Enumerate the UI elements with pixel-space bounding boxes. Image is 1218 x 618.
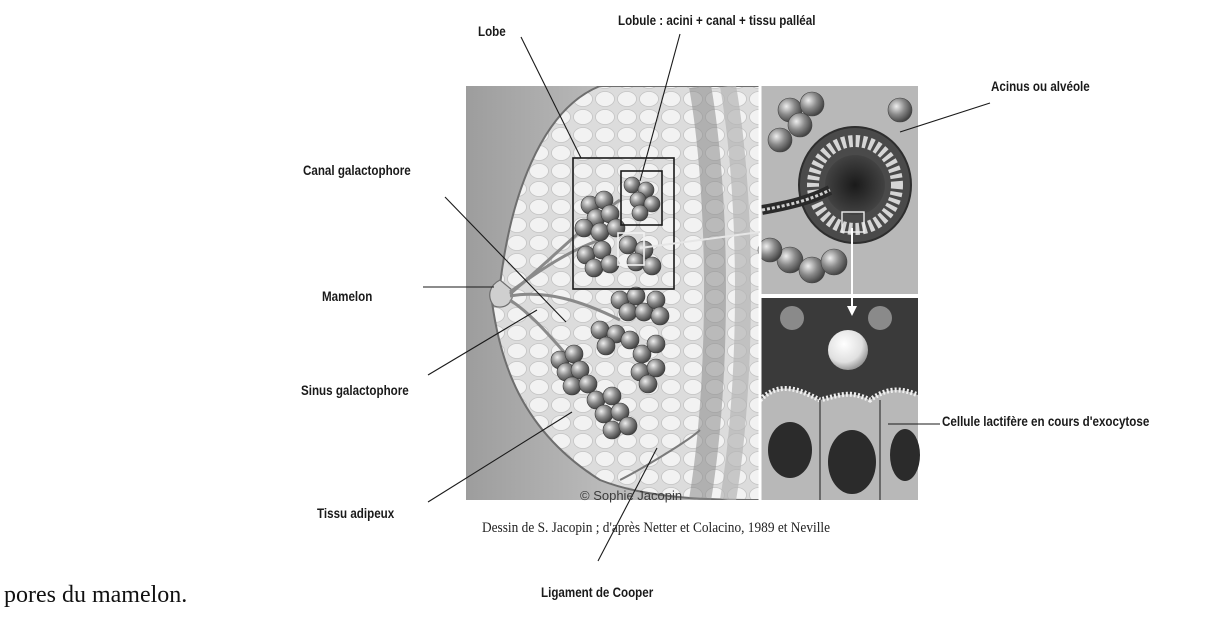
label-sinus-galactophore: Sinus galactophore (301, 383, 409, 398)
label-ligament-cooper: Ligament de Cooper (541, 585, 653, 600)
label-lobe: Lobe (478, 24, 506, 39)
figure-caption: Dessin de S. Jacopin ; d'après Netter et… (482, 520, 830, 537)
label-cellule-lactifere: Cellule lactifère en cours d'exocytose (942, 414, 1149, 429)
cell-panel (760, 298, 920, 500)
label-acinus: Acinus ou alvéole (991, 79, 1090, 94)
label-canal-galactophore: Canal galactophore (303, 163, 411, 178)
acinus-panel (758, 86, 918, 294)
breast-section-panel (466, 86, 760, 500)
label-tissu-adipeux: Tissu adipeux (317, 506, 394, 521)
label-lobule: Lobule : acini + canal + tissu palléal (618, 13, 815, 28)
watermark: © Sophie Jacopin (580, 488, 682, 503)
label-mamelon: Mamelon (322, 289, 372, 304)
body-text: pores du mamelon. (4, 582, 187, 609)
